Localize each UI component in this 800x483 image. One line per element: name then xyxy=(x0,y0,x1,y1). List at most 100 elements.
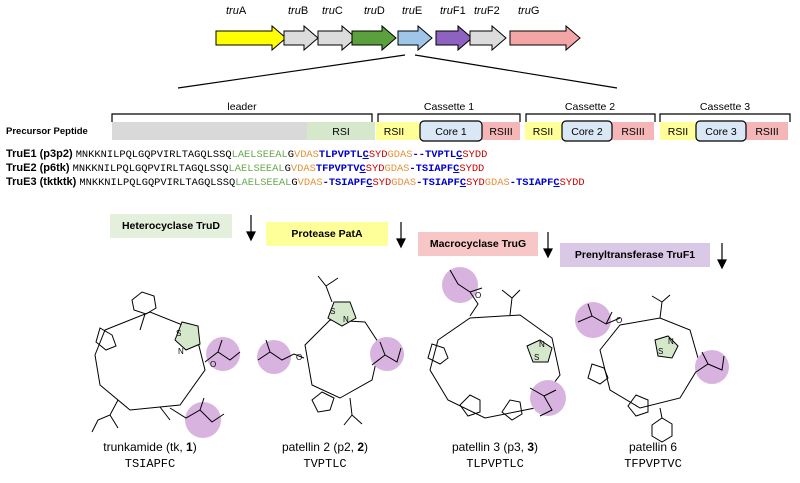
segment-labels: leader Cassette 1 Cassette 2 Cassette 3 … xyxy=(227,101,778,138)
compound-trunkamide: trunkamide (tk, 1) TSIAPFC xyxy=(75,440,225,471)
zoom-line-left xyxy=(177,54,406,89)
label-rsii-3: RSII xyxy=(668,126,688,138)
structures: S N O S N O xyxy=(91,267,729,443)
cys-residue: C xyxy=(453,163,460,175)
rsii-region-2 xyxy=(525,122,561,140)
core-seq: TSIAPF xyxy=(422,177,460,189)
cys-residue: C xyxy=(366,177,373,189)
atom-n-4: N xyxy=(668,337,674,346)
compound-name-2: patellin 2 (p2, xyxy=(281,440,358,454)
gene-label-trub: truB xyxy=(288,5,309,17)
cys-residue: C xyxy=(456,149,463,161)
enzyme-box-trug xyxy=(418,232,538,256)
rsii-seq: VDAS xyxy=(290,163,316,175)
label-leader: leader xyxy=(227,101,257,113)
gene-arrow-a xyxy=(215,24,287,52)
leader-region xyxy=(112,122,307,140)
atom-o-2: O xyxy=(296,353,302,362)
compound-seq-1: TSIAPFC xyxy=(124,457,176,471)
bracket-cassette2 xyxy=(525,113,656,122)
rsiii-region-2 xyxy=(612,122,654,140)
gene-arrow-c xyxy=(317,24,357,52)
patellin-2-structure: S N O xyxy=(257,275,404,426)
gene-label-trua: truA xyxy=(226,5,247,17)
atom-o-3: O xyxy=(475,291,481,300)
rsiii-region-3 xyxy=(746,122,788,140)
enzyme-label-pata: Protease PatA xyxy=(291,228,363,240)
rsiii-seq: SYD xyxy=(466,177,485,189)
gap: - xyxy=(409,163,416,175)
atom-s-4: S xyxy=(658,347,663,356)
g-residue: G xyxy=(284,163,291,175)
enzyme-box-pata xyxy=(266,222,388,246)
enzyme-box-trud xyxy=(110,214,232,238)
gene-arrow-g xyxy=(509,24,581,52)
rsii-region-1 xyxy=(376,122,412,140)
gene-arrow-d xyxy=(351,24,397,52)
compound-seq-4: TFPVPTVC xyxy=(624,457,682,471)
label-rsiii-2: RSIII xyxy=(621,126,644,138)
gene-label-truf1: truF1 xyxy=(440,5,466,17)
compound-patellin-3: patellin 3 (p3, 3) TLPVPTLC xyxy=(420,440,570,471)
atom-n-3: N xyxy=(539,340,545,349)
sequence-name: TruE2 (p6tk) xyxy=(6,162,73,174)
leader-seq: MNKKNILPQLGQPVIRLTAGQLSSQ xyxy=(72,163,229,175)
leader-seq: MNKKNILPQLGQPVIRLTAGQLSSQ xyxy=(79,177,236,189)
rsii-seq: GDAS xyxy=(391,177,417,189)
label-rsii-1: RSII xyxy=(384,126,404,138)
gap: - xyxy=(416,177,423,189)
label-rsi: RSI xyxy=(332,126,350,138)
bracket-cassette1 xyxy=(377,113,521,122)
core-seq: TVPTL xyxy=(424,149,457,161)
gene-arrow-b xyxy=(283,24,319,52)
label-rsiii-3: RSIII xyxy=(755,126,778,138)
gene-label-trud: truD xyxy=(364,5,385,17)
g-residue: G xyxy=(287,149,294,161)
atom-s-3: S xyxy=(534,353,539,362)
leader-seq: MNKKNILPQLGQPVIRLTAGQLSSQ xyxy=(75,149,232,161)
gene-arrow-f2 xyxy=(469,24,507,52)
label-rsii-2: RSII xyxy=(533,126,553,138)
atom-s-2: S xyxy=(330,307,335,316)
rsiii-region-1 xyxy=(482,122,520,140)
compound-seq-2: TVPTLC xyxy=(303,457,347,471)
gene-label-trug: truG xyxy=(518,5,540,17)
trunkamide-structure: S N O xyxy=(91,291,241,438)
rsiii-seq: SYDD xyxy=(459,163,485,175)
core-seq: TLPVPTL xyxy=(318,149,363,161)
core3-box xyxy=(695,120,747,142)
enzyme-box-truf1 xyxy=(560,243,710,267)
compound-name-4: patellin 6 xyxy=(628,440,678,454)
cys-residue: C xyxy=(459,177,467,189)
label-core2: Core 2 xyxy=(571,126,603,138)
sequence-row: TruE2 (p6tk) MNKKNILPQLGQPVIRLTAGQLSSQLA… xyxy=(6,162,484,175)
compound-name-1: trunkamide (tk, xyxy=(103,440,186,454)
label-cassette1: Cassette 1 xyxy=(424,101,474,113)
core-seq: TFPVPTV xyxy=(315,163,360,175)
rsii-seq: GDAS xyxy=(484,177,510,189)
sequence-name: TruE1 (p3p2) xyxy=(6,148,76,160)
label-core3: Core 3 xyxy=(705,126,737,138)
core-seq: TSIAPF xyxy=(415,163,454,175)
rsii-seq: GDAS xyxy=(384,163,410,175)
label-core1: Core 1 xyxy=(435,126,467,138)
rsii-seq: GDAS xyxy=(387,149,413,161)
sequence-row: TruE3 (tktktk) MNKKNILPQLGQPVIRLTAGQLSSQ… xyxy=(6,176,585,189)
gene-label-true: truE xyxy=(402,5,423,17)
gene-cluster xyxy=(215,24,581,52)
cys-residue: C xyxy=(553,177,560,189)
precursor-label: Precursor Peptide xyxy=(6,126,88,137)
atom-s-1: S xyxy=(176,329,181,338)
rsiii-seq: SYD xyxy=(368,149,388,161)
label-cassette2: Cassette 2 xyxy=(565,101,615,113)
precursor-bar xyxy=(112,120,788,142)
gene-arrow-e xyxy=(397,24,433,52)
step-arrows xyxy=(246,215,727,270)
patellin-3-structure: S N O xyxy=(427,267,566,421)
sequence-name: TruE3 (tktktk) xyxy=(6,176,80,188)
compound-patellin-2: patellin 2 (p2, 2) TVPTLC xyxy=(250,440,400,471)
rsi-seq: LAELSEEAL xyxy=(228,163,285,175)
enzyme-label-trug: Macrocyclase TruG xyxy=(429,238,527,250)
rsii-seq: VDAS xyxy=(297,177,323,189)
